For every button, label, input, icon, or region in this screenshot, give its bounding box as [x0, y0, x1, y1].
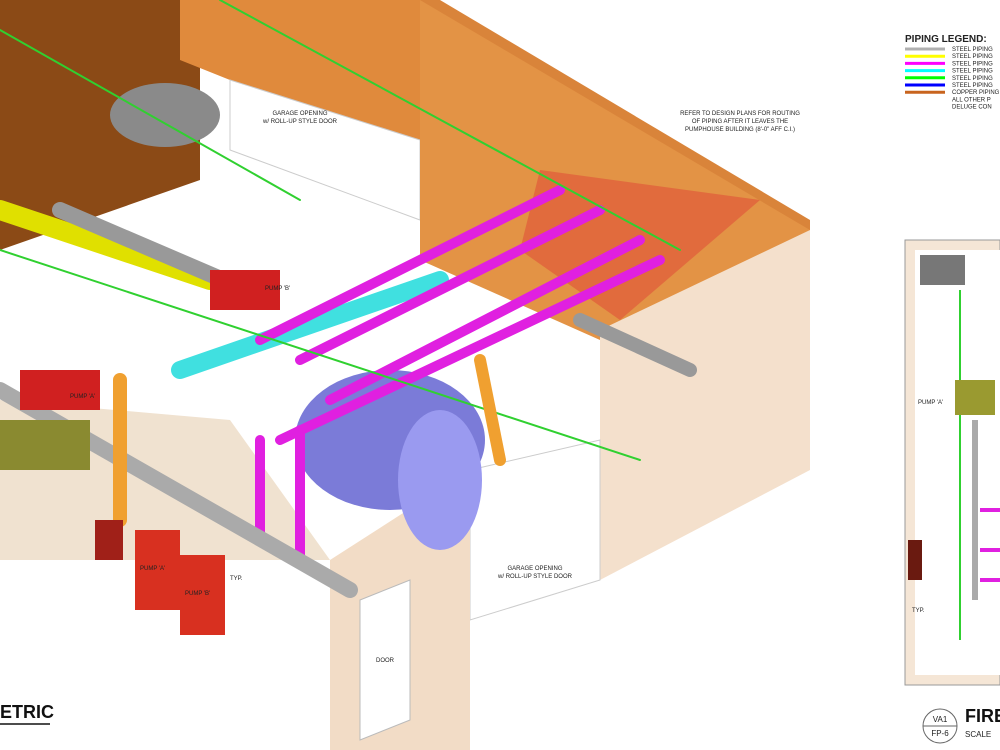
door-opening	[359, 579, 411, 741]
legend-label: STEEL PIPING	[952, 83, 993, 89]
pump-b	[210, 270, 280, 310]
pump-b-label: PUMP 'B'	[265, 286, 290, 292]
note-3: PUMPHOUSE BUILDING (8'-0" AFF C.I.)	[685, 127, 795, 133]
pump-a	[20, 370, 100, 410]
legend-title: PIPING LEGEND:	[905, 34, 987, 45]
pump-base	[0, 420, 90, 470]
plan-tank	[920, 255, 965, 285]
garage-label-top-2: w/ ROLL-UP STYLE DOOR	[262, 119, 338, 125]
right-wall	[600, 230, 810, 580]
magenta-pipe-2	[295, 205, 605, 365]
plan-typ-label: TYP.	[912, 608, 925, 614]
garage-opening-bottom	[469, 439, 601, 621]
note-1: REFER TO DESIGN PLANS FOR ROUTING	[680, 111, 800, 117]
back-wall-dark	[0, 0, 200, 250]
green-line	[0, 29, 301, 201]
back-wall	[180, 0, 420, 140]
green-line-3	[0, 249, 641, 461]
magenta-pipe-4	[275, 255, 665, 445]
cyan-pipe	[171, 271, 449, 379]
garage-label-bottom-1: GARAGE OPENING	[507, 566, 562, 572]
legend-label: DELUGE CON	[952, 105, 992, 111]
typ-label: TYP.	[230, 576, 243, 582]
legend-label: STEEL PIPING	[952, 76, 993, 82]
controller-a-label: PUMP 'A'	[140, 566, 165, 572]
legend-label: COPPER PIPING	[952, 90, 1000, 96]
detail-number: VA1	[933, 715, 948, 724]
sheet-number: FP-6	[931, 729, 949, 738]
magenta-pipe-1	[255, 185, 565, 345]
isometric-title: ETRIC	[0, 702, 54, 722]
green-line-2	[219, 0, 681, 251]
legend-label: STEEL PIPING	[952, 47, 993, 53]
orange-riser-2	[474, 354, 506, 466]
header-pipe	[573, 313, 697, 377]
plan-pump-label: PUMP 'A'	[918, 400, 943, 406]
hydro-tank	[110, 83, 220, 147]
plan-room	[915, 250, 1000, 675]
controller-b	[180, 555, 225, 635]
controller-a	[135, 530, 180, 610]
plan-controllers	[908, 540, 922, 580]
plan-pump	[955, 380, 995, 415]
pump-a-label: PUMP 'A'	[70, 394, 95, 400]
controller-b-label: PUMP 'B'	[185, 591, 210, 597]
note-2: OF PIPING AFTER IT LEAVES THE	[692, 119, 788, 125]
legend-label: STEEL PIPING	[952, 61, 993, 67]
magenta-pipe-3	[325, 235, 645, 405]
legend-label: ALL OTHER P	[952, 97, 991, 103]
legend-label: STEEL PIPING	[952, 69, 993, 75]
garage-label-bottom-2: w/ ROLL-UP STYLE DOOR	[497, 574, 573, 580]
garage-label-top-1: GARAGE OPENING	[272, 111, 327, 117]
door-label: DOOR	[376, 658, 395, 664]
plan-title: FIRE	[965, 706, 1000, 726]
yellow-pipe	[0, 200, 220, 290]
pressure-tank-end	[398, 410, 482, 550]
jockey-controller	[95, 520, 123, 560]
legend-label: STEEL PIPING	[952, 54, 993, 60]
plan-scale: SCALE	[965, 730, 991, 739]
